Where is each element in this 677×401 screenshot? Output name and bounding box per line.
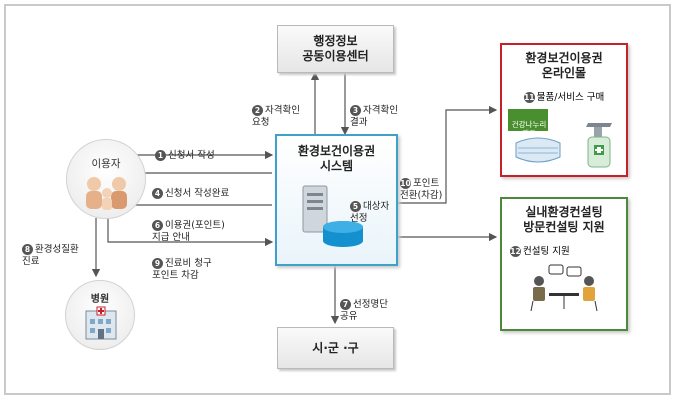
- admin-center-box: 행정정보 공동이용센터: [277, 25, 394, 73]
- step-11-number: 11: [523, 92, 535, 103]
- step-3-number: 3: [350, 105, 361, 116]
- mask-sanitizer-icon: [508, 109, 612, 168]
- step-7-number: 7: [340, 299, 351, 310]
- hospital-building-icon: [85, 306, 117, 340]
- family-icon: [86, 177, 127, 210]
- user-label: 이용자: [91, 158, 121, 170]
- step-5-number: 5: [350, 201, 361, 212]
- step-2-number: 2: [252, 105, 263, 116]
- system-title: 환경보건이용권 시스템: [297, 144, 376, 173]
- step-8-label: 환경성질환 진료: [22, 244, 79, 267]
- step-6-label: 이용권(포인트) 지급 안내: [152, 220, 225, 243]
- step-9-number: 9: [152, 258, 163, 269]
- consulting-title: 실내환경컨설팅 방문컨설팅 지원: [523, 205, 605, 234]
- step-8-number: 8: [22, 244, 33, 255]
- user-circle: 이용자: [66, 139, 146, 219]
- system-box: 환경보건이용권 시스템: [275, 134, 398, 266]
- step-5-label: 대상자 선정: [350, 201, 390, 224]
- step-1-label: 신청서 작성: [168, 150, 215, 161]
- step-2-label: 자격확인 요청: [252, 105, 300, 128]
- step-4-label: 신청서 작성완료: [165, 188, 230, 199]
- hospital-label: 병원: [90, 294, 110, 305]
- local-gov-box: 시·군 ·구: [277, 327, 394, 369]
- arrow-9: [107, 215, 274, 247]
- step-7-label: 선정명단 공유: [340, 299, 388, 322]
- step-11-label: 물품/서비스 구매: [536, 92, 605, 103]
- product-label: 건강나누리 캠프: [511, 120, 547, 138]
- arrow-10: [398, 105, 498, 204]
- step-3-label: 자격확인 결과: [350, 105, 398, 128]
- local-gov-title: 시·군 ·구: [312, 340, 359, 355]
- consultation-people-icon: [530, 264, 598, 312]
- step-12-number: 12: [510, 246, 521, 257]
- step-6-number: 6: [152, 220, 163, 231]
- step-1-number: 1: [155, 150, 166, 161]
- step-9-label: 진료비 청구 포인트 차감: [152, 258, 212, 281]
- server-database-icon: [302, 185, 363, 247]
- step-12-label: 컨설팅 지원: [523, 246, 570, 257]
- step-10-number: 10: [400, 178, 411, 189]
- step-10-label: 포인트 전환(차감): [400, 178, 443, 201]
- online-mall-title: 환경보건이용권 온라인몰: [525, 51, 603, 80]
- admin-center-title: 행정정보 공동이용센터: [302, 34, 369, 63]
- hospital-circle: 병원: [65, 280, 135, 350]
- step-4-number: 4: [152, 188, 163, 199]
